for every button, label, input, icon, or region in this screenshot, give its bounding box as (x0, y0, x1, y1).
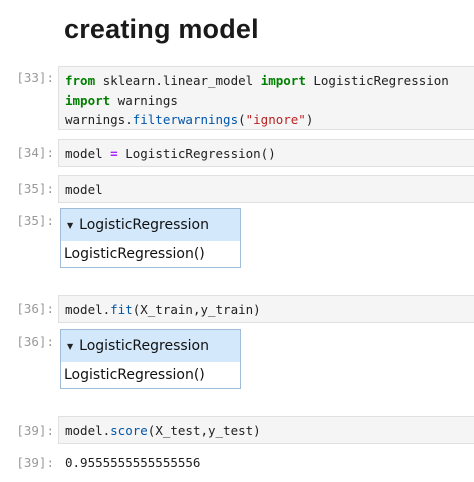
section-heading: creating model (64, 14, 259, 44)
estimator-widget-body: LogisticRegression() (61, 362, 240, 388)
output-prompt-39: [39]: (16, 455, 54, 470)
input-prompt-35: [35]: (16, 181, 54, 196)
estimator-title: LogisticRegression (79, 338, 209, 354)
input-prompt-33: [33]: (16, 70, 54, 85)
code-line-1: from sklearn.linear_model import Logisti… (65, 71, 474, 91)
estimator-widget[interactable]: ▼ LogisticRegression LogisticRegression(… (60, 208, 241, 268)
object-name: model. (65, 423, 111, 438)
estimator-repr: LogisticRegression() (64, 367, 205, 383)
estimator-widget-header[interactable]: ▼ LogisticRegression (61, 209, 240, 241)
input-prompt-34: [34]: (16, 145, 54, 160)
code-cell-35[interactable]: model (58, 175, 474, 203)
constructor-call: LogisticRegression() (117, 146, 276, 161)
output-prompt-36: [36]: (16, 334, 54, 349)
variable-name: model (65, 146, 111, 161)
code-line-2: import warnings (65, 91, 474, 111)
input-prompt-36: [36]: (16, 301, 54, 316)
code-text: model (65, 182, 103, 197)
function-name: filterwarnings (132, 112, 239, 127)
method-name: score (110, 423, 148, 438)
code-cell-34[interactable]: model = LogisticRegression() (58, 139, 474, 167)
caret-down-icon: ▼ (67, 220, 74, 230)
method-name: fit (110, 302, 133, 317)
module-name: sklearn.linear_model (95, 73, 261, 88)
paren-close: ) (305, 112, 314, 127)
input-prompt-39: [39]: (16, 423, 54, 438)
object-name: model. (65, 302, 111, 317)
estimator-title: LogisticRegression (79, 217, 209, 233)
output-prompt-35: [35]: (16, 213, 54, 228)
assign-operator: = (110, 146, 118, 161)
code-cell-33[interactable]: from sklearn.linear_model import Logisti… (58, 66, 474, 130)
code-cell-39[interactable]: model.score(X_test,y_test) (58, 416, 474, 444)
method-args: (X_train,y_train) (132, 302, 261, 317)
code-cell-36[interactable]: model.fit(X_train,y_train) (58, 295, 474, 323)
string-literal: "ignore" (245, 112, 306, 127)
method-args: (X_test,y_test) (147, 423, 261, 438)
module-name: warnings (110, 92, 178, 108)
score-output: 0.9555555555555556 (65, 455, 201, 470)
paren-open: ( (238, 112, 246, 127)
keyword-import: import (65, 92, 111, 108)
class-name: LogisticRegression (305, 73, 449, 88)
keyword-import: import (260, 73, 306, 88)
code-line-3: warnings.filterwarnings("ignore") (65, 110, 474, 130)
keyword-from: from (65, 73, 96, 88)
caret-down-icon: ▼ (67, 341, 74, 351)
estimator-widget[interactable]: ▼ LogisticRegression LogisticRegression(… (60, 329, 241, 389)
object-name: warnings. (65, 112, 133, 127)
estimator-widget-body: LogisticRegression() (61, 241, 240, 267)
estimator-repr: LogisticRegression() (64, 246, 205, 262)
estimator-widget-header[interactable]: ▼ LogisticRegression (61, 330, 240, 362)
